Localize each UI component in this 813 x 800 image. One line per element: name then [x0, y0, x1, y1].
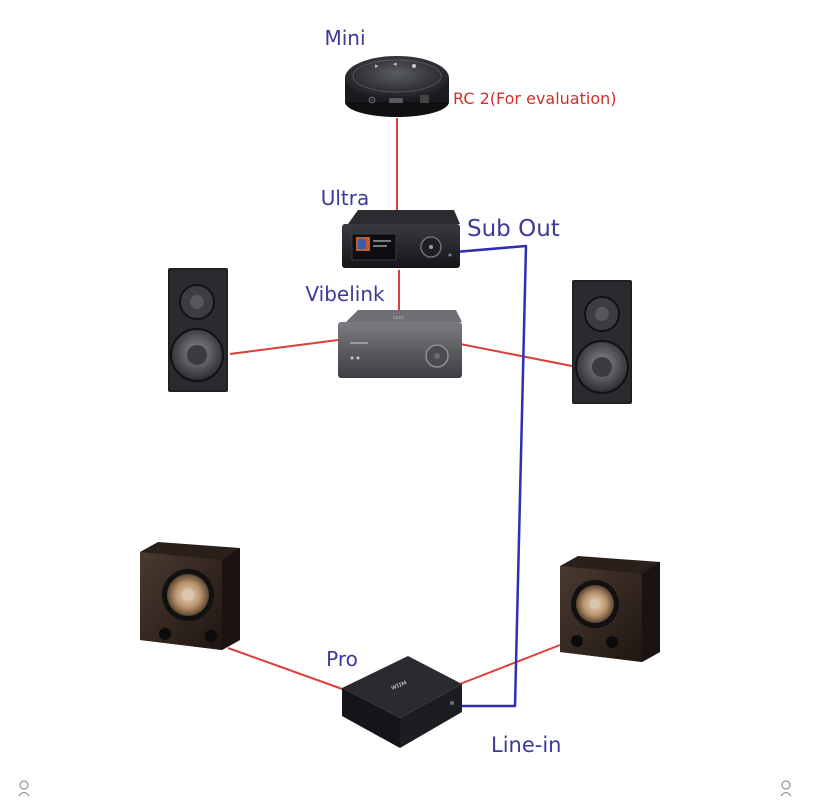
remote-label: RC 2(For evaluation): [453, 89, 616, 108]
right-subwoofer-wire: [459, 644, 561, 685]
ultra-label: Ultra: [321, 186, 370, 210]
user-outline-icon: [18, 780, 30, 797]
right-subwoofer: [560, 556, 660, 662]
pro-device: ᴡɪɪᴍ: [342, 656, 462, 748]
svg-text:▭▭: ▭▭: [393, 314, 404, 321]
left-speaker-wire: [229, 339, 339, 355]
vibelink-label: Vibelink: [305, 282, 385, 306]
left-subwoofer-wire: [227, 647, 346, 691]
mini-label: Mini: [324, 26, 365, 50]
svg-text:▸: ▸: [375, 62, 379, 70]
sub-out-to-line-in-cable: [452, 244, 528, 708]
ultra-device: [342, 210, 460, 268]
svg-text:◂: ◂: [393, 60, 397, 68]
vibelink-device: ▭▭: [338, 310, 462, 378]
sub-out-label: Sub Out: [467, 216, 560, 242]
pro-label: Pro: [326, 647, 358, 671]
right-bookshelf-speaker: [572, 280, 632, 404]
left-subwoofer: [140, 542, 240, 650]
left-bookshelf-speaker: [168, 268, 228, 392]
mini-device: ▸ ◂: [345, 56, 449, 117]
connections: [227, 118, 573, 708]
user-outline-icon: [780, 780, 792, 797]
line-in-label: Line-in: [491, 733, 562, 757]
right-speaker-wire: [459, 343, 573, 367]
